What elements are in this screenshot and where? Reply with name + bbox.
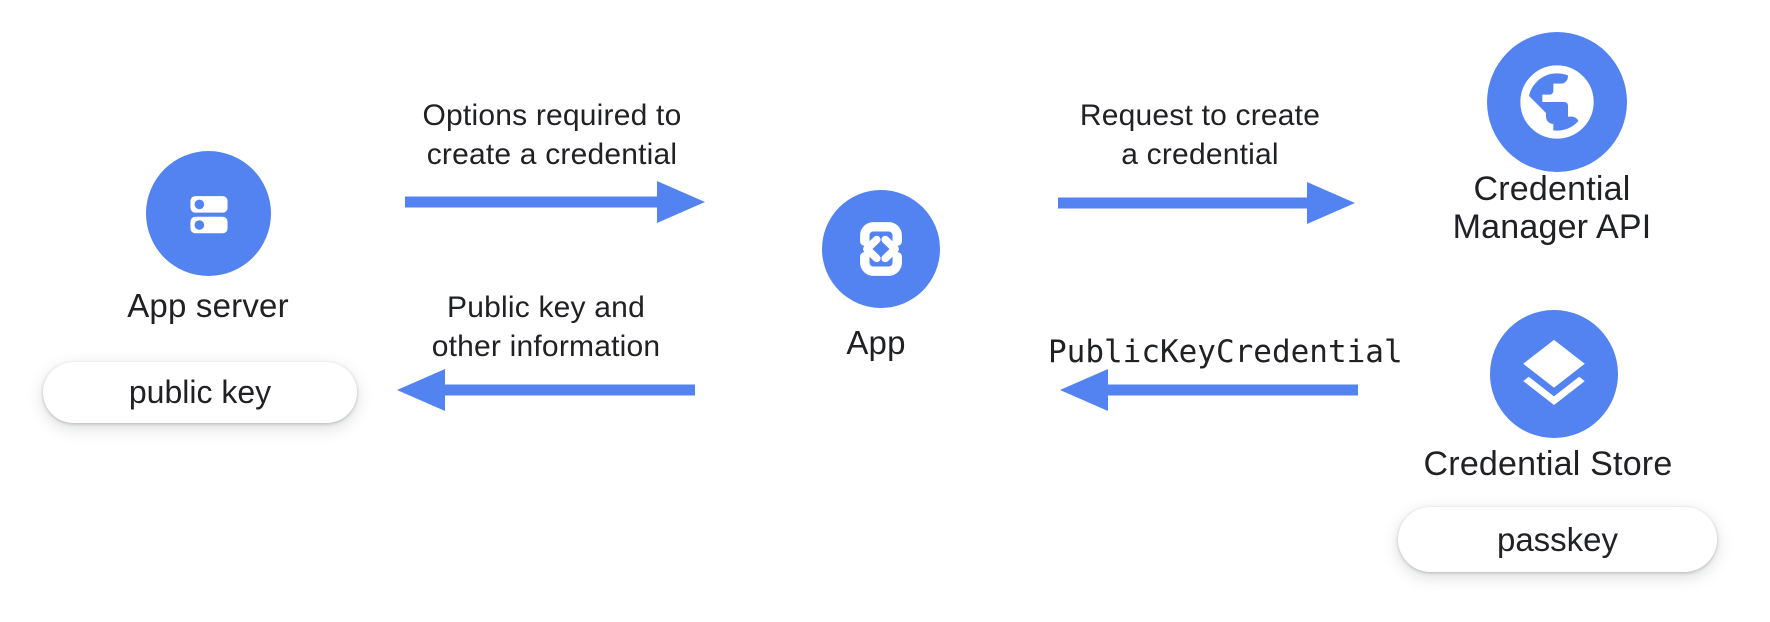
app-node	[822, 190, 940, 308]
app-label: App	[846, 324, 906, 361]
server-icon	[189, 195, 228, 233]
credential-manager-label: Credential Manager API	[1452, 170, 1652, 246]
app-server-label: App server	[127, 287, 289, 324]
credential-store-node	[1490, 310, 1618, 438]
request-arrow-label: Request to create a credential	[1079, 99, 1321, 171]
passkey-badge: passkey	[1398, 507, 1717, 572]
phone-code-icon	[860, 222, 902, 276]
request-arrow	[1058, 182, 1355, 224]
public-key-info-arrow	[397, 369, 695, 411]
globe-icon	[1520, 65, 1594, 139]
publickeycredential-arrow	[1060, 369, 1358, 411]
public-key-info-arrow-label: Public key and other information	[431, 291, 661, 363]
app-server-node	[146, 151, 271, 276]
options-arrow-label: Options required to create a credential	[422, 99, 682, 171]
public-key-badge: public key	[43, 362, 357, 423]
publickeycredential-arrow-label: PublicKeyCredential	[1048, 334, 1403, 370]
credential-manager-node	[1487, 32, 1627, 172]
options-arrow	[405, 181, 705, 223]
credential-store-label: Credential Store	[1423, 445, 1673, 483]
layers-icon	[1523, 339, 1585, 405]
